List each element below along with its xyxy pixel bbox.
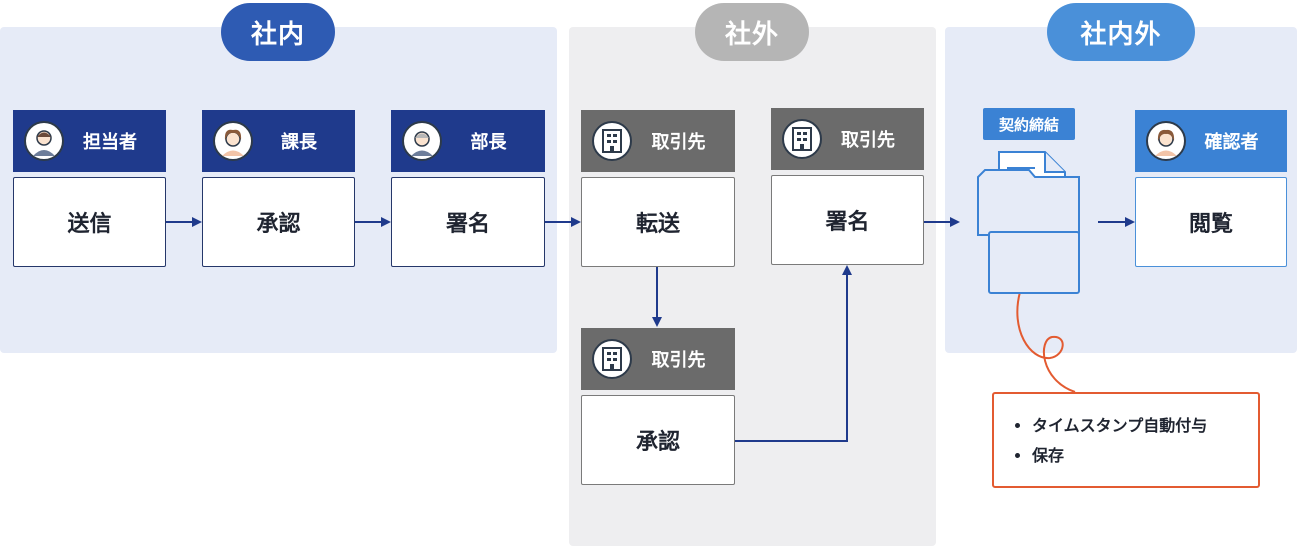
zone-external-label: 社外 (695, 3, 809, 61)
role-header-department-head: 部長 (391, 110, 545, 172)
note-list: タイムスタンプ自動付与 保存 (1016, 412, 1258, 466)
contract-tag: 契約締結 (983, 108, 1075, 140)
contract-note-box: タイムスタンプ自動付与 保存 (992, 392, 1260, 488)
note-connector (1016, 291, 1076, 393)
role-header-partner-approve: 取引先 (581, 328, 735, 390)
step-box-approve-external: 承認 (581, 395, 735, 485)
role-header-partner-forward: 取引先 (581, 110, 735, 172)
step-box-sign-internal: 署名 (391, 177, 545, 267)
person-avatar-icon (1146, 121, 1186, 161)
person-avatar-icon (24, 121, 64, 161)
role-label: 確認者 (1204, 132, 1259, 153)
role-label: 取引先 (841, 130, 895, 151)
step-box-forward: 転送 (581, 177, 735, 267)
role-label: 担当者 (83, 132, 137, 153)
role-label: 取引先 (651, 350, 706, 371)
note-item: 保存 (1032, 442, 1258, 466)
step-box-sign-external: 署名 (771, 175, 924, 265)
person-avatar-icon (213, 121, 253, 161)
zone-internal-label: 社内 (221, 3, 335, 61)
role-label: 部長 (470, 132, 507, 153)
step-box-send: 送信 (13, 177, 166, 267)
role-label: 課長 (281, 132, 317, 153)
role-header-reviewer: 確認者 (1135, 110, 1287, 172)
step-box-view: 閲覧 (1135, 177, 1287, 267)
building-icon (592, 339, 632, 379)
person-avatar-icon (402, 121, 442, 161)
zone-both-label: 社内外 (1047, 3, 1195, 61)
role-header-partner-sign: 取引先 (771, 108, 924, 170)
role-header-sender: 担当者 (13, 110, 166, 172)
note-item: タイムスタンプ自動付与 (1032, 412, 1258, 436)
building-icon (592, 121, 632, 161)
step-box-approve: 承認 (202, 177, 355, 267)
arrow-approve-ext-sign-ext (735, 265, 852, 442)
role-header-section-chief: 課長 (202, 110, 355, 172)
role-label: 取引先 (651, 132, 706, 153)
building-icon (782, 119, 822, 159)
contract-document-folder-icon (977, 151, 1080, 294)
